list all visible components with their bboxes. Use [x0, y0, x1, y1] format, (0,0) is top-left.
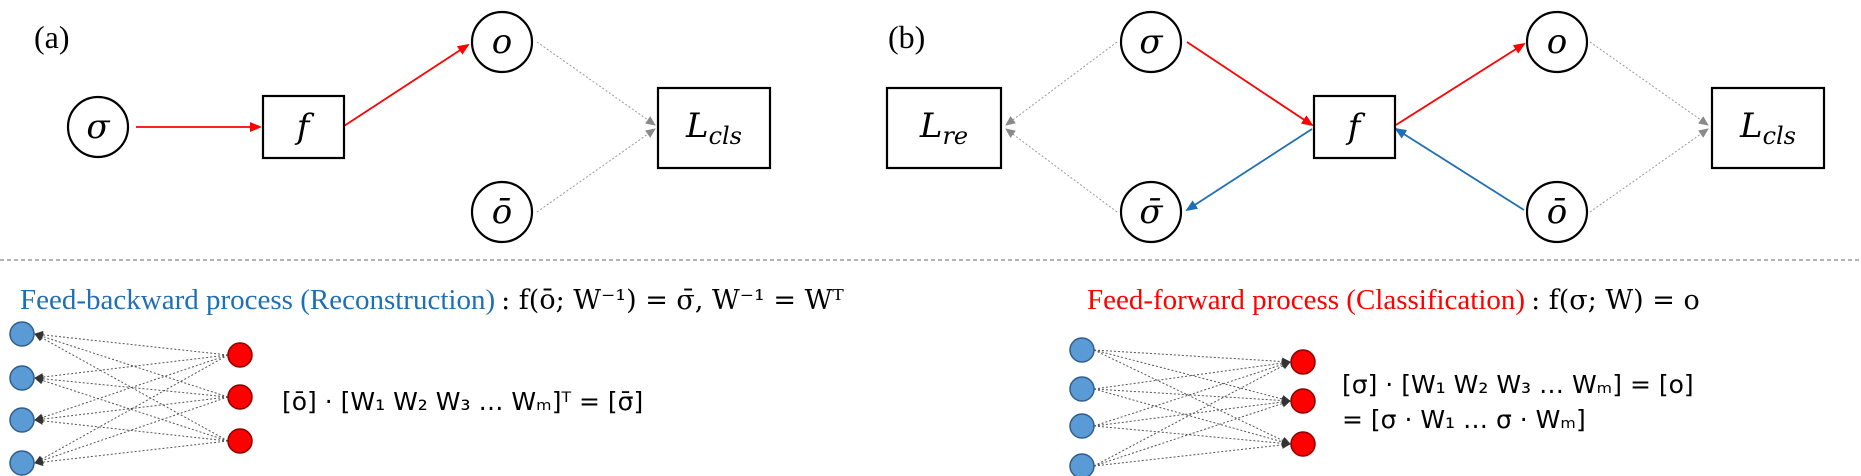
network-connection: [34, 354, 229, 422]
node-b-lre: Lre: [885, 86, 1003, 170]
network-connection: [34, 354, 229, 464]
node-b-lcls-label: Lcls: [1739, 106, 1796, 150]
node-b-lcls: Lcls: [1710, 86, 1826, 170]
output-neuron: [1290, 349, 1316, 375]
node-b-obar: ō: [1525, 180, 1589, 244]
edge-a-f-o: [343, 43, 470, 127]
network-connection: [1093, 440, 1291, 467]
edge-a-obar-lcls: [536, 128, 656, 213]
node-b-f: f: [1312, 94, 1397, 160]
node-b-sigmabar-label: σ̄: [1139, 192, 1163, 232]
network-connection: [1093, 349, 1291, 366]
node-a-lcls: Lcls: [656, 86, 772, 170]
edge-b-sigma-lre: [1005, 41, 1118, 126]
node-b-obar-label: ō: [1547, 192, 1567, 232]
feed-backward-heading: Feed-backward process (Reconstruction): …: [20, 284, 844, 316]
network-connection: [34, 416, 229, 442]
node-a-sigma-label: σ: [86, 107, 110, 147]
network-connection: [1093, 349, 1291, 445]
node-a-o: o: [470, 10, 534, 74]
output-neuron: [227, 342, 253, 368]
edge-b-sigmabar-lre: [1005, 128, 1118, 213]
edge-a-o-lcls: [536, 41, 656, 126]
input-neuron: [1069, 413, 1095, 439]
node-a-lcls-label: Lcls: [685, 106, 742, 150]
feed-forward-matrix-eq-2: = [σ · W₁ … σ · Wₘ]: [1342, 405, 1586, 434]
node-a-obar-label: ō: [492, 192, 512, 232]
network-connection: [1093, 388, 1291, 446]
network-connection: [34, 333, 229, 442]
feed-forward-formula: : f(σ; W) = o: [1531, 285, 1700, 316]
panel-a: (a) σ f o ō Lcls: [34, 10, 772, 244]
network-connection: [34, 332, 229, 398]
output-neuron: [227, 428, 253, 454]
network-connection: [1093, 398, 1291, 427]
node-a-sigma: σ: [66, 95, 130, 159]
edge-b-obar-f: [1394, 127, 1525, 211]
network-connection: [34, 440, 229, 467]
edge-b-f-sigmabar: [1185, 128, 1313, 212]
node-a-o-label: o: [492, 22, 512, 62]
input-neuron: [9, 407, 35, 433]
input-neuron: [1069, 376, 1095, 402]
edge-b-sigma-f: [1186, 41, 1314, 127]
network-connection: [34, 330, 229, 356]
output-neuron: [1290, 388, 1316, 414]
network-connection: [34, 396, 229, 424]
network-connection: [34, 376, 229, 442]
input-neuron: [1069, 453, 1095, 476]
feed-forward-title: Feed-forward process (Classification): [1087, 284, 1525, 316]
network-connection: [1093, 425, 1291, 448]
network-connection: [1093, 399, 1291, 467]
panel-b-label: (b): [888, 19, 925, 55]
network-connection: [1093, 359, 1291, 390]
network-connection: [1093, 349, 1291, 403]
node-a-f: f: [261, 94, 346, 160]
input-neuron: [9, 450, 35, 476]
feed-forward-section: Feed-forward process (Classification): f…: [1069, 284, 1700, 476]
network-backward: [9, 321, 253, 476]
input-neuron: [1069, 337, 1095, 363]
input-neuron: [9, 365, 35, 391]
network-connection: [34, 396, 229, 465]
input-neuron: [9, 321, 35, 347]
network-connection: [34, 354, 229, 382]
node-b-o: o: [1525, 10, 1589, 74]
node-b-o-label: o: [1547, 22, 1567, 62]
feed-backward-formula: : f(ō; W⁻¹) = σ̄, W⁻¹ = Wᵀ: [501, 285, 844, 316]
node-b-sigmabar: σ̄: [1119, 180, 1183, 244]
node-b-sigma: σ: [1119, 10, 1183, 74]
feed-backward-title: Feed-backward process (Reconstruction): [20, 284, 495, 316]
panel-a-label: (a): [34, 19, 70, 55]
node-a-obar: ō: [470, 180, 534, 244]
feed-backward-matrix-eq: [ō] · [W₁ W₂ W₃ … Wₘ]ᵀ = [σ̄]: [282, 387, 643, 416]
feed-forward-heading: Feed-forward process (Classification): f…: [1087, 284, 1700, 316]
network-connection: [1093, 361, 1291, 467]
node-b-lre-label: Lre: [919, 106, 968, 150]
feed-forward-matrix-eq-1: [σ] · [W₁ W₂ W₃ … Wₘ] = [o]: [1342, 370, 1694, 399]
network-forward: [1069, 337, 1316, 476]
panel-b: (b) Lre σ σ̄ f o: [885, 10, 1826, 244]
edge-b-o-lcls: [1589, 41, 1709, 126]
edge-b-obar-lcls: [1589, 128, 1709, 213]
output-neuron: [1290, 431, 1316, 457]
network-connection: [1093, 388, 1291, 405]
node-b-sigma-label: σ: [1139, 22, 1163, 62]
edge-b-f-o: [1395, 42, 1526, 126]
feed-backward-section: Feed-backward process (Reconstruction): …: [9, 284, 844, 476]
output-neuron: [227, 384, 253, 410]
